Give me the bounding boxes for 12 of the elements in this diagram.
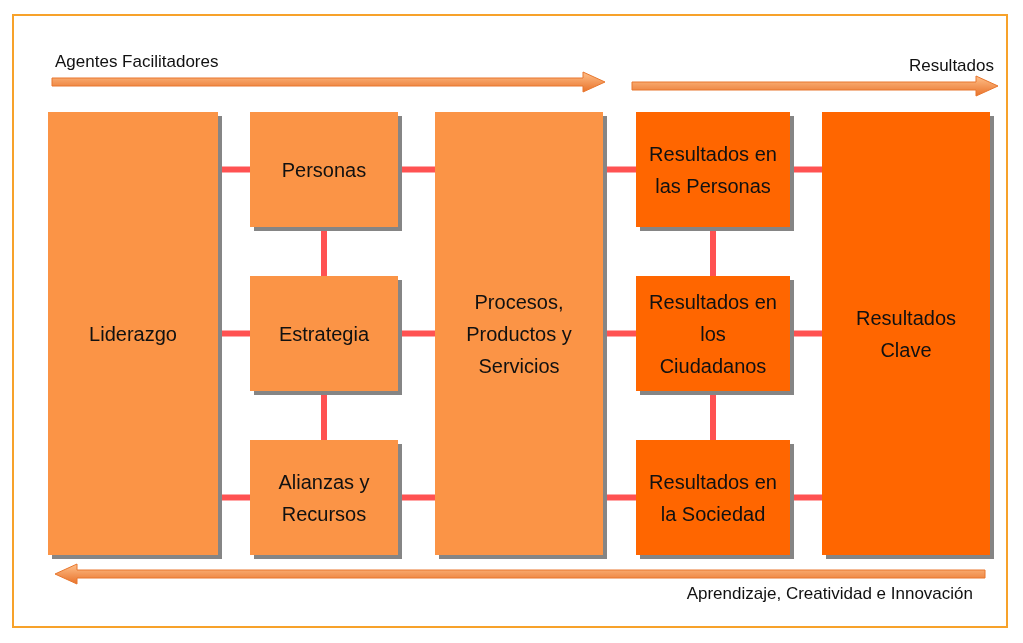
box-label: Procesos, Productos y Servicios [465,289,573,379]
box-label: Resultados en los Ciudadanos [648,289,778,379]
box-label: Liderazgo [89,321,177,347]
arrow-caption: Aprendizaje, Creatividad e Innovación [686,584,973,604]
box-label: Resultados en la Sociedad [648,469,778,527]
box-label: Alianzas y Recursos [277,469,371,527]
arrow-caption: Resultados [908,56,994,76]
box-label: Resultados Clave [854,305,958,363]
box-label: Estrategia [278,321,370,347]
arrow-caption: Agentes Facilitadores [55,52,219,72]
box-label: Resultados en las Personas [648,141,778,199]
box-label: Personas [281,157,367,183]
